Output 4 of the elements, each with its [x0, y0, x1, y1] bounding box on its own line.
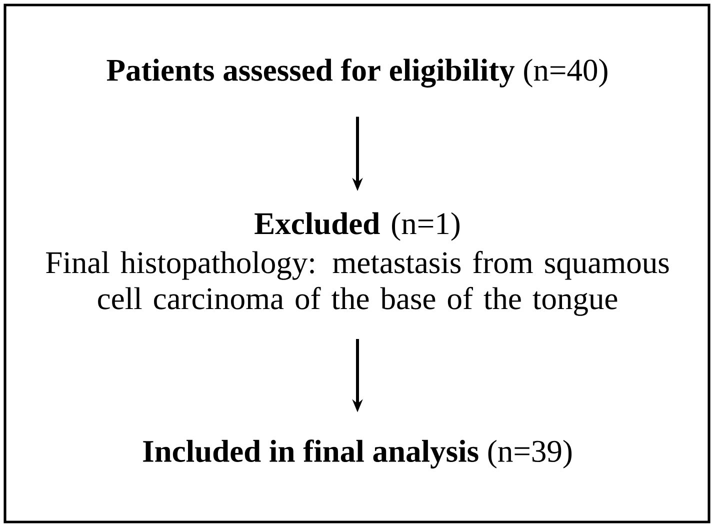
step-heading: Excluded (n=1) [254, 212, 460, 241]
step-text: Patients assessed for eligibility (n=40) [106, 58, 608, 88]
step-text: Included in final analysis (n=39) [143, 440, 572, 468]
step-note: Final histopathology: metastasis from squamous cell carcinoma of the base of the tongue [46, 250, 669, 316]
